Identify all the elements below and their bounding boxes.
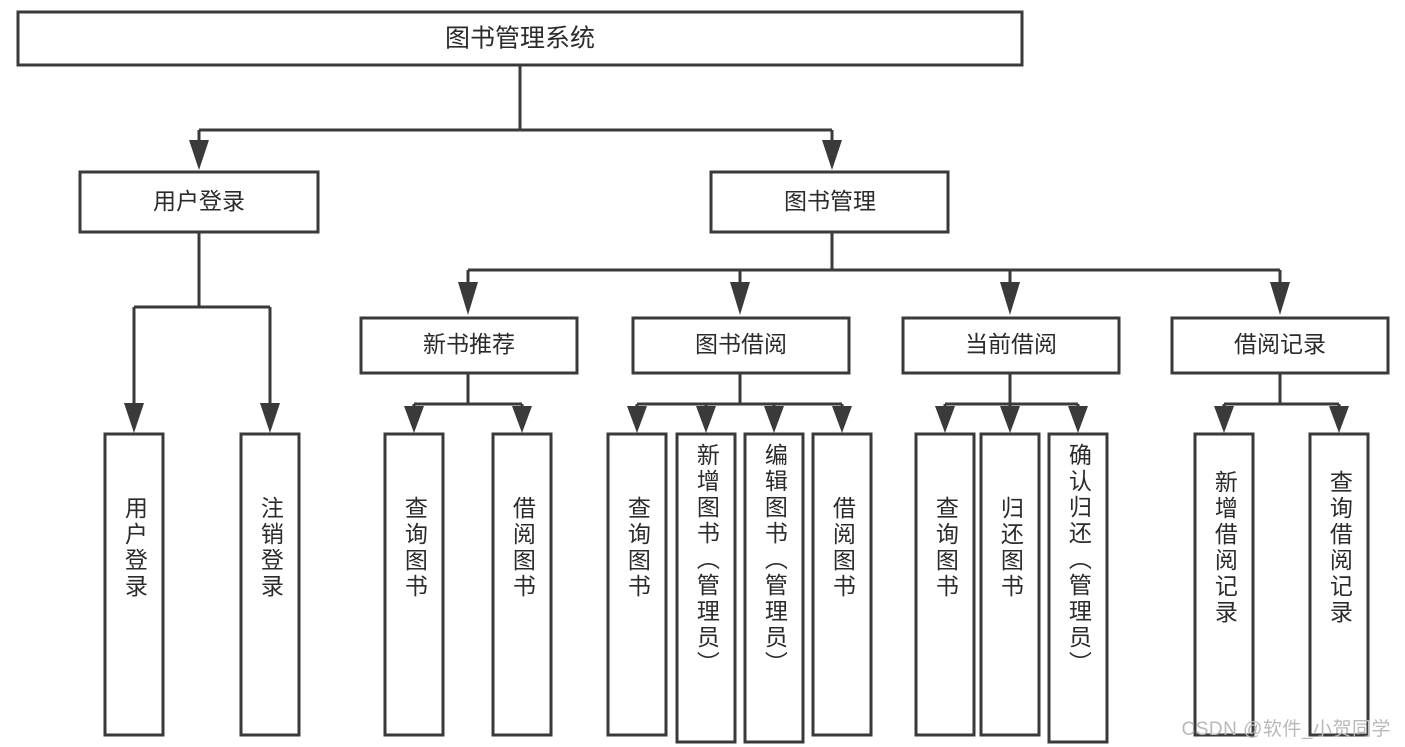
arrow-head-leaf-borrow-book-b: [832, 406, 852, 433]
node-level3-box-0[interactable]: [359, 316, 579, 375]
arrow-head-borrow-record: [1270, 282, 1290, 315]
node-leaf-box-current-borrow-2[interactable]: [1047, 432, 1109, 744]
node-leaf-box-book-borrow-0[interactable]: [606, 432, 668, 737]
arrow-head-leaf-confirm-return: [1068, 406, 1088, 433]
arrow-head-leaf-add-book: [696, 406, 716, 433]
arrow-head-leaf-logout: [260, 403, 280, 433]
node-leaf-box-new-book-1[interactable]: [491, 432, 553, 737]
connectors-borrow-record-children: [1214, 373, 1349, 433]
arrow-head-book-borrow: [730, 282, 750, 315]
node-level3-label-2: 当前借阅: [965, 331, 1057, 357]
arrow-head-leaf-query-book-c: [935, 406, 955, 433]
arrow-head-leaf-edit-book: [764, 406, 784, 433]
node-leaf-box-user-login-1[interactable]: [239, 432, 301, 737]
node-level3-label-0: 新书推荐: [423, 331, 515, 357]
connectors-book-borrow-children: [627, 373, 852, 433]
node-level2-box-1[interactable]: [709, 170, 950, 234]
arrow-head-new-book-recommend: [458, 282, 478, 315]
node-leaf-box-current-borrow-0[interactable]: [914, 432, 976, 737]
node-level3-box-2[interactable]: [901, 316, 1121, 375]
node-leaf-box-current-borrow-1[interactable]: [979, 432, 1041, 737]
arrow-head-leaf-query-record: [1329, 406, 1349, 433]
connectors-user-login-children: [124, 232, 280, 433]
connectors-root-to-level2: [189, 65, 842, 170]
arrow-head-leaf-query-book-a: [404, 406, 424, 433]
node-level3-label-1: 图书借阅: [695, 331, 787, 357]
node-leaf-box-new-book-0[interactable]: [383, 432, 445, 737]
arrow-head-current-borrow: [1000, 282, 1020, 315]
arrow-head-book-manage: [822, 140, 842, 170]
node-level2-box-0[interactable]: [78, 170, 320, 234]
connectors-book-manage-children: [458, 232, 1290, 315]
arrow-head-leaf-return-book: [1000, 406, 1020, 433]
node-leaf-box-book-borrow-3[interactable]: [811, 432, 873, 737]
node-level3-box-1[interactable]: [631, 316, 851, 375]
node-root-box[interactable]: [16, 10, 1024, 67]
node-level2-label-1: 图书管理: [784, 188, 876, 214]
arrow-head-leaf-query-book-b: [627, 406, 647, 433]
node-level2-label-0: 用户登录: [153, 188, 245, 214]
connectors-new-book-children: [404, 373, 532, 433]
node-level3-box-3[interactable]: [1170, 316, 1390, 375]
node-leaf-box-user-login-0[interactable]: [103, 432, 165, 737]
arrow-head-leaf-user-login: [124, 403, 144, 433]
node-root-label: 图书管理系统: [445, 25, 595, 53]
node-leaf-box-book-borrow-1[interactable]: [675, 432, 737, 744]
node-leaf-box-borrow-record-0[interactable]: [1193, 432, 1255, 737]
node-level3-label-3: 借阅记录: [1234, 331, 1326, 357]
arrow-head-user-login: [189, 140, 209, 170]
node-leaf-box-borrow-record-1[interactable]: [1308, 432, 1370, 737]
node-leaf-box-book-borrow-2[interactable]: [743, 432, 805, 744]
arrow-head-leaf-borrow-book-a: [512, 406, 532, 433]
arrow-head-leaf-add-record: [1214, 406, 1234, 433]
connectors-current-borrow-children: [935, 373, 1088, 433]
